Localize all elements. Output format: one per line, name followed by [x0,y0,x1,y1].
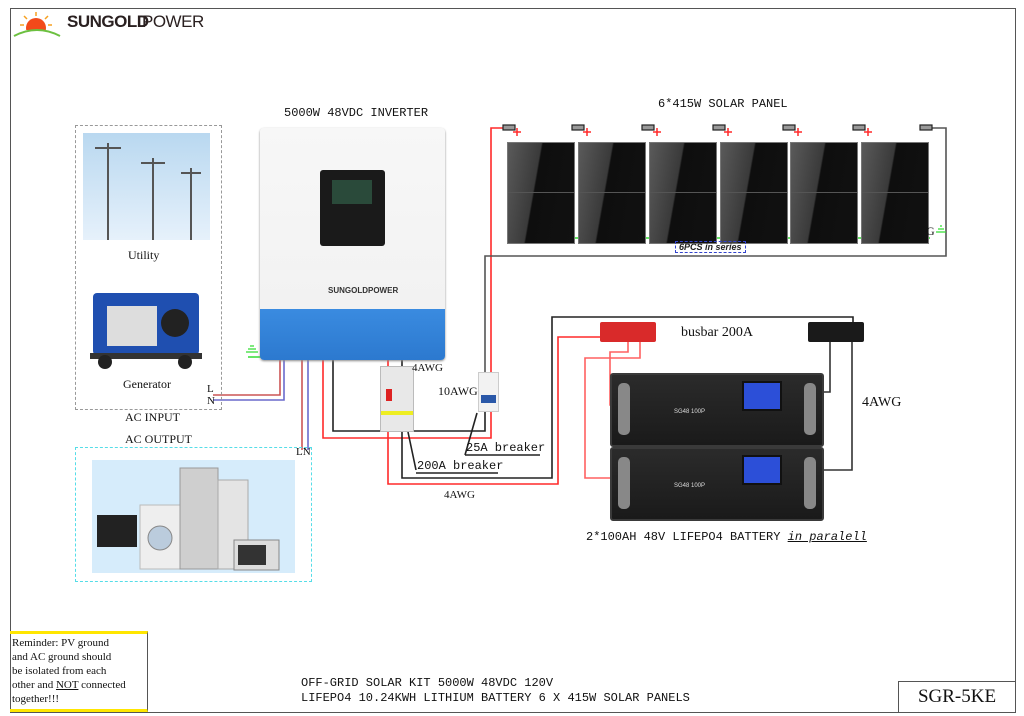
busbar-positive [600,322,656,342]
inverter: SUNGOLDPOWER [260,128,445,360]
busbar-red-to-battery2 [584,342,641,479]
breaker-pointer-200a [407,431,417,471]
breaker-25a[interactable] [478,372,499,412]
utility-image [83,133,210,240]
ac-input-l-label: L [207,383,214,395]
frame [10,8,1016,713]
solar-panel-6 [861,142,929,244]
battery-screen [742,381,782,411]
ac-input-l-wire [213,360,281,396]
reminder-text: other and [12,679,56,691]
brand-logo: SUNGOLD POWER [12,8,204,38]
utility-label: Utility [128,248,160,262]
breaker-200a[interactable] [380,366,414,432]
battery-screen [742,455,782,485]
ac-input-box [75,125,222,410]
breaker-pointer-25a [464,412,478,456]
generator-label: Generator [123,377,171,391]
battery-positive-wire [387,336,600,485]
sun-logo-icon [12,12,62,38]
pv-negative-wire [484,127,947,372]
model-code: SGR-5KE [917,686,997,707]
reminder-line: and AC ground should [12,651,112,663]
ac-output-box [75,447,312,582]
reminder-not: NOT [55,679,79,691]
ac-input-n-label: N [207,395,215,407]
brand-name-light: POWER [142,12,204,31]
awg-pv-label: 10AWG [438,384,478,398]
reminder-line: Reminder: PV ground [12,637,109,649]
ac-output-title: AC OUTPUT [125,432,193,446]
solar-panel-2 [578,142,646,244]
awg-busbar-label: 4AWG [862,395,902,410]
footer-line-1: OFF-GRID SOLAR KIT 5000W 48VDC 120V [301,676,554,690]
battery-model: SG48 100P [674,483,706,489]
solar-title: 6*415W SOLAR PANEL [658,97,788,111]
battery-1: SG48 100P [610,373,824,447]
reminder-text: connected [78,679,126,691]
reminder-line: other and NOT connected [12,678,147,692]
inverter-logo: SUNGOLDPOWER [328,286,399,295]
brand-name-bold: SUNGOLD [67,12,149,31]
ground-symbol-icon [246,225,946,353]
ac-output-ln-label: LN [296,446,311,458]
busbar-label: busbar 200A [681,325,753,340]
reminder-line: together!!! [12,693,60,705]
solar-panel-1 [507,142,575,244]
battery-2: SG48 100P [610,447,824,521]
footer-line-2: LIFEPO4 10.24KWH LITHIUM BATTERY 6 X 415… [301,691,690,705]
solar-panel-3 [649,142,717,244]
awg-inverter-breaker-label: 4AWG [412,362,443,374]
battery-negative-wire [401,316,854,479]
busbar-black-to-battery2 [815,342,853,471]
battery-label-suffix: in paralell [787,530,867,544]
pv-connectors [502,124,933,131]
battery-label-main: 2*100AH 48V LIFEPO4 BATTERY [586,530,781,544]
battery-label: 2*100AH 48V LIFEPO4 BATTERY in paralell [586,530,867,544]
pv-positive-wire [490,127,503,372]
busbar-negative [808,322,864,342]
solar-panel-4 [720,142,788,244]
model-code-box: SGR-5KE [898,681,1015,712]
ac-input-n-wire [213,360,285,401]
inverter-title: 5000W 48VDC INVERTER [284,106,429,120]
series-note: 6PCS in series [675,241,746,253]
solar-panel-5 [790,142,858,244]
inverter-screen [320,170,385,246]
battery-model: SG48 100P [674,409,706,415]
breaker-200a-label: 200A breaker [417,459,504,473]
reminder-box: Reminder: PV ground and AC ground should… [10,631,148,712]
plus-signs [513,128,872,136]
breaker-25a-label: 25A breaker [466,441,546,455]
awg-battery-label: 4AWG [444,489,475,501]
reminder-line: be isolated from each [12,665,107,677]
ac-input-title: AC INPUT [125,410,181,424]
pv-breaker-positive-wire [322,360,492,439]
appliances-image [92,460,295,573]
generator-image [85,278,207,370]
pv-ground-label: G [926,224,935,238]
